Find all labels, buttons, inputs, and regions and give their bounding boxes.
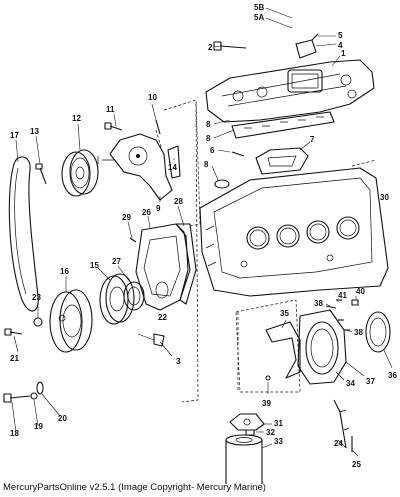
callout-label: 31 [274, 419, 283, 428]
callout-label: 5 [338, 31, 343, 40]
callout-label: 17 [10, 131, 19, 140]
callout-label: 29 [122, 213, 131, 222]
callout-label: 8 [206, 134, 211, 143]
housing-fasteners [265, 299, 359, 381]
callout-label: 26 [142, 208, 151, 217]
washer [33, 317, 43, 327]
callout-label: 1 [341, 49, 346, 58]
drive-belt [8, 156, 39, 312]
timing-gasket [175, 223, 197, 305]
intake-manifold [205, 59, 375, 123]
callout-label: 11 [106, 105, 115, 114]
callout-label: 41 [338, 291, 347, 300]
crank-pulley [49, 289, 93, 353]
callout-label: 3 [176, 357, 181, 366]
callouts: 1 2 3 4 5 5A 5B 6 7 8 8 8 9 10 11 12 13 … [10, 3, 397, 469]
callout-label: 15 [90, 261, 99, 270]
o-ring [214, 179, 230, 189]
callout-label: 30 [380, 193, 389, 202]
callout-label: 27 [112, 257, 121, 266]
callout-label: 16 [60, 267, 69, 276]
callout-label: 36 [388, 371, 397, 380]
callout-label: 25 [352, 460, 361, 469]
callout-label: 39 [262, 399, 271, 408]
reference-lines [155, 99, 377, 403]
callout-label: 38 [314, 299, 323, 308]
water-pump [97, 133, 173, 201]
callout-label: 20 [58, 414, 67, 423]
dipstick-tube [333, 399, 347, 449]
housing-gasket [265, 321, 301, 379]
callout-label: 13 [30, 127, 39, 136]
callout-label: 14 [168, 163, 177, 172]
callout-label: 28 [174, 197, 183, 206]
callout-label: 12 [72, 114, 81, 123]
callout-label: 4 [338, 41, 343, 50]
callout-label: 18 [10, 429, 19, 438]
callout-label: 38 [354, 328, 363, 337]
pump-gasket [167, 145, 181, 179]
callout-label: 21 [10, 354, 19, 363]
callout-label: 8 [206, 120, 211, 129]
callout-label: 22 [158, 313, 167, 322]
callout-label: 37 [366, 377, 375, 386]
callout-label: 6 [210, 146, 215, 155]
callout-label: 24 [334, 439, 343, 448]
rear-seal [365, 311, 391, 353]
oil-filter-assembly [225, 413, 265, 484]
flywheel-housing [297, 309, 347, 385]
callout-label: 5A [254, 13, 264, 22]
callout-label: 34 [346, 379, 355, 388]
callout-label: 2 [208, 43, 213, 52]
fitting [153, 333, 165, 347]
callout-label: 23 [32, 293, 41, 302]
bolts [3, 33, 353, 452]
callout-label: 35 [280, 309, 289, 318]
callout-label: 10 [148, 93, 157, 102]
callout-label: 40 [356, 287, 365, 296]
callout-label: 32 [266, 428, 275, 437]
callout-label: 19 [34, 422, 43, 431]
manifold-plate [255, 147, 309, 175]
callout-label: 5B [254, 3, 264, 12]
copyright-footer: MercuryPartsOnline v2.5.1 (Image Copyrig… [3, 482, 266, 493]
bracket [295, 39, 317, 59]
callout-label: 8 [204, 160, 209, 169]
intake-gaskets [231, 111, 335, 139]
callout-label: 9 [156, 204, 161, 213]
callout-label: 7 [310, 135, 315, 144]
harmonic-damper [99, 273, 135, 325]
water-pump-pulley [61, 149, 99, 197]
engine-block [199, 167, 389, 297]
callout-label: 33 [274, 437, 283, 446]
